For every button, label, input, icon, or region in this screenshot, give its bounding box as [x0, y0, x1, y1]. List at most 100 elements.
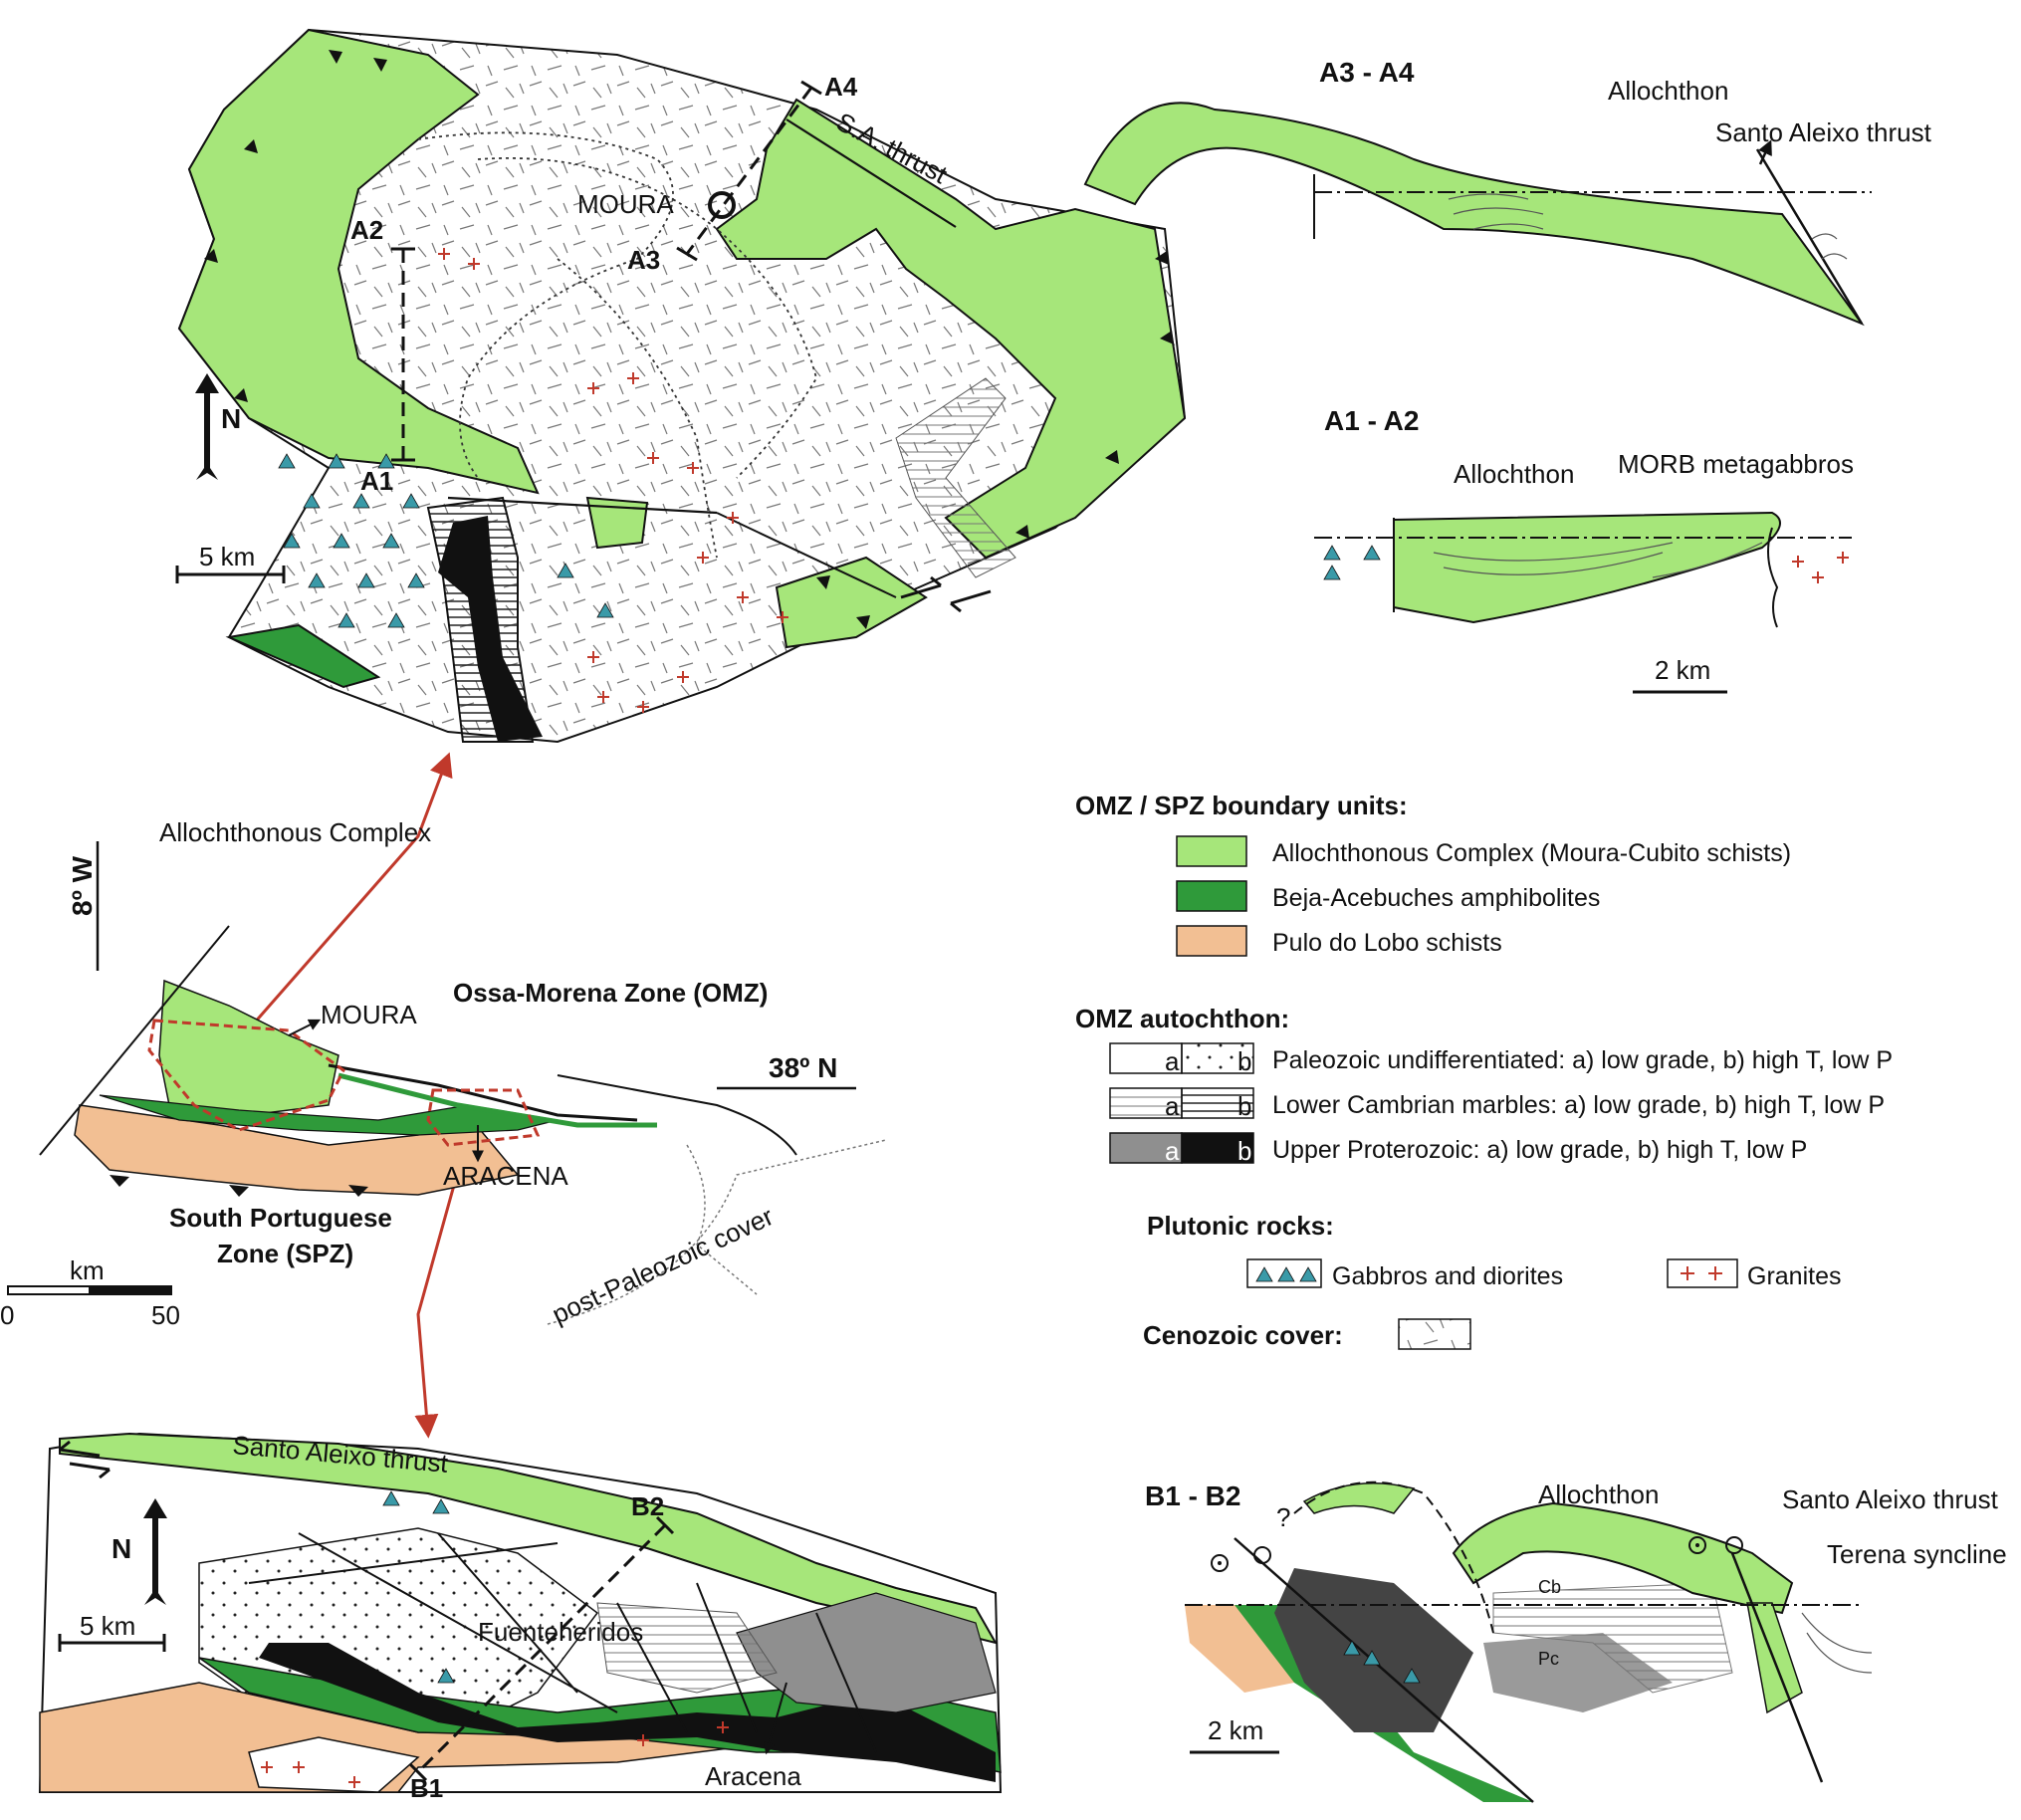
section-b1b2: B1 - B2 Allochthon Santo Aleixo thrust T… — [1145, 1479, 2007, 1803]
allochthon-label-a3a4: Allochthon — [1608, 76, 1728, 106]
terena-label-b1b2: Terena syncline — [1827, 1539, 2007, 1569]
main-map: MOURA A4 A3 A2 A1 S.A. thrust N 5 km — [175, 28, 1187, 744]
paleozoic-b-label: b — [1237, 1046, 1251, 1076]
main-map-moura: MOURA — [577, 189, 674, 219]
legend-autochthon-2: Upper Proterozoic: a) low grade, b) high… — [1272, 1136, 1807, 1164]
cover-overview-2 — [686, 1144, 758, 1295]
eroded-trace-b1b2 — [1293, 1480, 1494, 1634]
allochthon-south — [775, 556, 928, 649]
spz-label-2: Zone (SPZ) — [217, 1239, 353, 1268]
section-line-a1a2 — [391, 247, 415, 462]
allochthon-label-a1a2: Allochthon — [1454, 459, 1574, 489]
link-arrow-upper — [237, 752, 453, 1041]
swatch-pulo-do-lobo — [1176, 925, 1247, 957]
fabric-a1a2 — [1433, 542, 1763, 578]
moura-city-symbol — [708, 191, 736, 219]
section-line-b1b2 — [408, 1515, 675, 1782]
swatch-cenozoic — [1398, 1318, 1471, 1350]
north-arrow-main — [195, 373, 219, 480]
legend-cenozoic-title: Cenozoic cover: — [1143, 1320, 1343, 1350]
faults-bottom — [248, 1532, 877, 1753]
point-a2: A2 — [350, 215, 383, 245]
legend-plutonic-title: Plutonic rocks: — [1147, 1211, 1334, 1241]
swatch-amphibolite — [1176, 880, 1247, 912]
proterozoic-b-label: b — [1237, 1136, 1251, 1166]
scale-label-a1a2: 2 km — [1655, 655, 1710, 685]
paleozoic-a-label: a — [1165, 1046, 1180, 1076]
scale-label-bottom: 5 km — [80, 1611, 135, 1641]
swatch-granite — [1667, 1258, 1738, 1288]
symbol-dot-left-center — [1218, 1561, 1222, 1565]
spz-boundary-west — [39, 925, 230, 1156]
aracena-pointer-bottom — [763, 1682, 787, 1755]
link-arrow-lower — [414, 1134, 470, 1439]
strike-slip-bottom — [59, 1440, 111, 1479]
swatch-granite-symbols — [1681, 1266, 1722, 1280]
lon-label: 8º W — [67, 855, 98, 916]
section-a1a2-title: A1 - A2 — [1324, 405, 1419, 436]
legend-plutonic-1: Granites — [1747, 1262, 1841, 1290]
symbol-dot-right-center — [1695, 1543, 1699, 1547]
section-a1a2: A1 - A2 Allochthon MORB metagabbros 2 km — [1314, 405, 1854, 694]
allochthonous-label: Allochthonous Complex — [159, 817, 431, 847]
legend-autochthon-0: Paleozoic undifferentiated: a) low grade… — [1272, 1046, 1893, 1074]
proterozoic-bottom — [259, 1643, 996, 1782]
legend-omz-spz-2: Pulo do Lobo schists — [1272, 929, 1502, 957]
pc-label-b1b2: Pc — [1538, 1649, 1559, 1669]
omz-label: Ossa-Morena Zone (OMZ) — [453, 978, 768, 1008]
proterozoic-a-label: a — [1165, 1136, 1180, 1166]
belt-overview — [328, 1063, 638, 1122]
symbol-dot-right — [1688, 1536, 1706, 1554]
swatch-marble-a — [1109, 1087, 1183, 1119]
thrust-south — [447, 496, 718, 515]
question-label-b1b2: ? — [1276, 1502, 1290, 1532]
point-b2: B2 — [631, 1491, 664, 1521]
gabbro-symbols-bottom — [382, 1490, 455, 1684]
section-a3a4-title: A3 - A4 — [1319, 57, 1415, 88]
fault-b1b2-1 — [1234, 1537, 1534, 1803]
fault-sa — [786, 118, 957, 228]
belt-overview-2 — [337, 1072, 657, 1128]
cover-overview — [547, 1139, 887, 1325]
legend-autochthon-title: OMZ autochthon: — [1075, 1004, 1289, 1033]
allochthon-overview — [158, 979, 339, 1116]
fault-overview-east — [557, 1074, 797, 1156]
sa-thrust-fault-a3a4 — [1755, 148, 1864, 325]
symbol-cross-right — [1725, 1536, 1743, 1554]
marble-east — [895, 377, 1016, 578]
north-label-bottom: N — [112, 1533, 131, 1564]
allochthon-east — [715, 98, 1187, 560]
fuenteheridos-label: Fuenteheridos — [478, 1617, 643, 1647]
marble-a-label: a — [1165, 1091, 1180, 1121]
moura-pointer — [288, 1019, 322, 1036]
granite-symbols-main — [438, 248, 788, 713]
moura-box — [147, 1019, 345, 1132]
point-b1: B1 — [410, 1773, 443, 1803]
symbol-cross-left — [1253, 1546, 1271, 1564]
north-arrow-bottom — [143, 1498, 167, 1605]
legend: OMZ / SPZ boundary units: Allochthonous … — [1075, 791, 1893, 1350]
lat-label: 38º N — [769, 1052, 837, 1083]
thrust-teeth — [204, 50, 1174, 629]
internal-folds-a3a4 — [1448, 193, 1848, 260]
pulo-do-lobo-overview — [74, 1104, 520, 1196]
legend-omz-spz-0: Allochthonous Complex (Moura-Cubito schi… — [1272, 839, 1791, 867]
aracena-label: ARACENA — [443, 1161, 568, 1191]
scale-bar-overview — [7, 1285, 172, 1295]
swatch-paleozoic-b — [1181, 1042, 1254, 1074]
contact-1 — [417, 131, 674, 479]
allochthon-west — [177, 28, 540, 495]
swatch-allochthon — [1176, 835, 1247, 867]
swatch-gabbro-symbols — [1255, 1266, 1317, 1282]
allochthon-b1b2 — [1452, 1501, 1794, 1615]
santo-aleixo-label-b1b2: Santo Aleixo thrust — [1782, 1484, 1999, 1514]
cover-label: post-Paleozoic cover — [548, 1201, 779, 1329]
allochthon-mid — [585, 496, 649, 550]
swatch-proterozoic-a — [1109, 1132, 1183, 1164]
swatch-marble-b — [1181, 1087, 1254, 1119]
north-label-main: N — [221, 403, 241, 434]
spz-thrust-teeth — [110, 1175, 368, 1197]
strike-slip-arrows — [900, 575, 992, 613]
